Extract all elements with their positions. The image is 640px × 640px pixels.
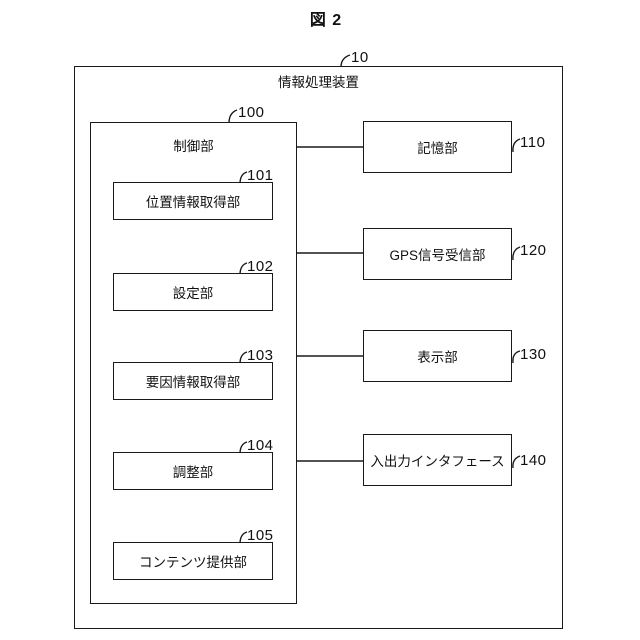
leader-line-100 [228,109,238,124]
peripheral-label: GPS信号受信部 [389,248,486,263]
leader-line-120 [512,246,521,261]
subunit-label: 要因情報取得部 [145,375,241,390]
peripheral-box-gps-receiver: GPS信号受信部 [363,228,512,280]
leader-line-110 [512,138,521,153]
subunit-label: コンテンツ提供部 [139,555,247,570]
control-unit-box [90,122,297,604]
subunit-box-position-info: 位置情報取得部 [113,182,273,220]
ref-number-120: 120 [520,242,547,259]
device-box [74,66,563,629]
device-label: 情報処理装置 [278,75,359,90]
ref-number-103: 103 [247,347,274,364]
ref-number-140: 140 [520,452,547,469]
subunit-label: 設定部 [172,286,214,301]
ref-number-10: 10 [351,49,369,66]
peripheral-box-display: 表示部 [363,330,512,382]
ref-number-105: 105 [247,527,274,544]
subunit-box-setting: 設定部 [113,273,273,311]
peripheral-label: 表示部 [417,350,458,365]
ref-number-130: 130 [520,346,547,363]
peripheral-box-io-interface: 入出力インタフェース [363,434,512,486]
ref-number-110: 110 [520,134,546,151]
figure-title: 図 2 [309,12,343,29]
peripheral-label: 入出力インタフェース [370,454,505,469]
leader-line-130 [512,350,521,364]
subunit-box-adjustment: 調整部 [113,452,273,490]
peripheral-label: 記憶部 [417,141,458,156]
leader-line-140 [512,455,521,469]
subunit-box-content-provider: コンテンツ提供部 [113,542,273,580]
leader-line-10 [340,54,351,68]
control-unit-label: 制御部 [173,139,214,154]
subunit-box-factor-info: 要因情報取得部 [113,362,273,400]
ref-number-101: 101 [247,167,274,184]
peripheral-box-storage: 記憶部 [363,121,512,173]
ref-number-104: 104 [247,437,274,454]
subunit-label: 調整部 [172,465,214,480]
ref-number-102: 102 [247,258,274,275]
ref-number-100: 100 [238,104,265,121]
subunit-label: 位置情報取得部 [145,195,241,210]
